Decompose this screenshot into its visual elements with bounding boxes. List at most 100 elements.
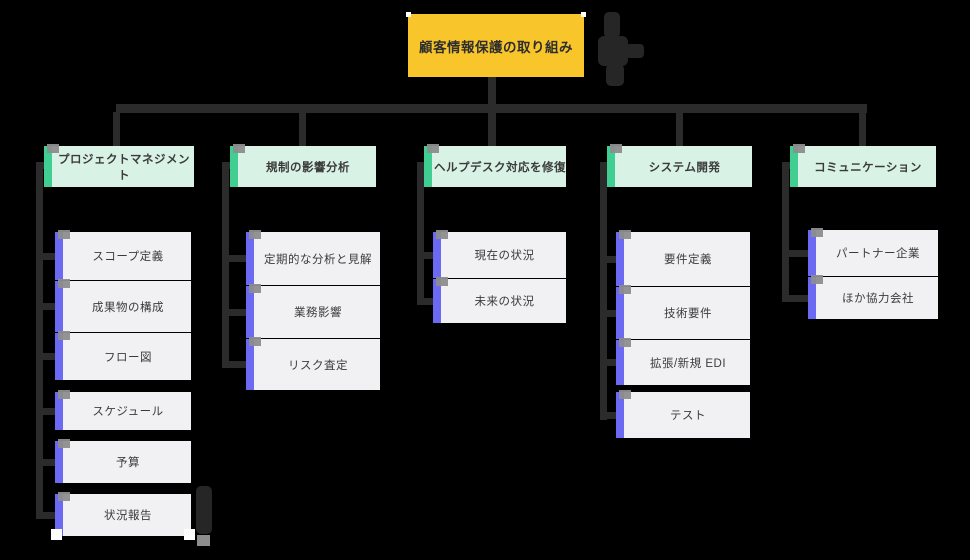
connector-line (36, 162, 46, 169)
connector-handle-icon (233, 144, 245, 153)
task-node[interactable]: 技術要件 (616, 285, 750, 339)
accent-bar (616, 287, 624, 339)
task-node[interactable]: ほか協力会社 (808, 275, 938, 319)
task-node[interactable]: スケジュール (55, 390, 191, 430)
task-node[interactable]: フロー図 (55, 331, 191, 380)
category-node-communication[interactable]: コミュニケーション (790, 144, 936, 187)
accent-bar (616, 232, 624, 286)
task-node[interactable]: 要件定義 (616, 230, 750, 286)
connector-line (222, 162, 232, 169)
task-label: 拡張/新規 EDI (649, 357, 727, 370)
task-label: スケジュール (92, 406, 164, 418)
category-label: プロジェクトマネジメント (58, 153, 190, 182)
task-label: フロー図 (104, 351, 152, 364)
accent-bar (55, 232, 63, 280)
connector-handle-icon (619, 285, 631, 294)
connector-line (600, 256, 616, 263)
connector-handle-icon (58, 439, 70, 448)
task-node[interactable]: 定期的な分析と見解 (246, 230, 380, 285)
category-label: システム開発 (648, 161, 721, 174)
connector-line (417, 162, 427, 169)
task-label: 要件定義 (664, 254, 712, 266)
task-label: ほか協力会社 (842, 293, 914, 305)
task-node[interactable]: 拡張/新規 EDI (616, 338, 750, 385)
category-node-project-management[interactable]: プロジェクトマネジメント (44, 144, 194, 187)
scribble-annotation (194, 486, 218, 548)
task-node[interactable]: パートナー企業 (808, 228, 938, 276)
accent-bar (616, 340, 624, 385)
task-label: 未来の状況 (474, 296, 535, 308)
task-label: リスク査定 (288, 359, 348, 372)
accent-bar (246, 286, 254, 338)
connector-line (600, 359, 616, 366)
category-label: 規制の影響分析 (266, 161, 350, 174)
category-node-helpdesk[interactable]: ヘルプデスク対応を修復 (424, 144, 566, 187)
selection-handle[interactable] (406, 12, 411, 17)
category-node-regulatory-analysis[interactable]: 規制の影響分析 (230, 144, 376, 187)
accent-bar (55, 281, 63, 332)
accent-bar (607, 146, 615, 187)
connector-handle-icon (249, 284, 261, 293)
connector-line (299, 112, 306, 146)
connector-handle-icon (619, 338, 631, 347)
connector-line (859, 112, 866, 146)
selection-handle[interactable] (581, 12, 586, 17)
task-node[interactable]: 業務影響 (246, 284, 380, 338)
connector-handle-icon (436, 230, 448, 239)
root-node[interactable]: 顧客情報保護の取り組み (406, 12, 586, 77)
task-label: テスト (670, 410, 706, 422)
category-node-system-dev[interactable]: システム開発 (607, 144, 752, 187)
task-node[interactable]: リスク査定 (246, 337, 380, 390)
root-label: 顧客情報保護の取り組み (419, 39, 573, 55)
task-node[interactable]: 成果物の構成 (55, 279, 191, 332)
accent-bar (246, 339, 254, 390)
connector-handle-icon (436, 277, 448, 286)
connector-line (782, 162, 792, 169)
accent-bar (433, 232, 441, 278)
task-label: スコープ定義 (92, 251, 164, 263)
task-label: 現在の状況 (474, 250, 535, 262)
connector-handle-icon (811, 228, 823, 237)
task-node[interactable]: 予算 (55, 439, 191, 483)
connector-handle-icon (58, 331, 70, 340)
connector-line (222, 361, 246, 368)
accent-bar (808, 277, 816, 319)
task-label: 予算 (116, 457, 140, 469)
task-label: 技術要件 (664, 308, 712, 320)
accent-bar (55, 333, 63, 380)
connector-line (113, 112, 120, 146)
connector-handle-icon (249, 230, 261, 239)
task-node-selected[interactable]: 状況報告 (51, 492, 195, 540)
connector-line (222, 162, 229, 368)
connector-handle-icon (427, 144, 439, 153)
task-node[interactable]: スコープ定義 (55, 230, 191, 280)
connector-line (417, 162, 424, 305)
connector-line (782, 250, 808, 257)
selection-handle[interactable] (51, 529, 62, 540)
accent-bar (55, 392, 63, 430)
accent-bar (55, 494, 63, 536)
connector-handle-icon (58, 492, 70, 501)
task-label: 業務影響 (294, 307, 342, 319)
accent-bar (230, 146, 238, 187)
connector-handle-icon (58, 230, 70, 239)
connector-line (36, 512, 55, 519)
accent-bar (55, 441, 63, 483)
connector-line (36, 353, 55, 360)
task-node[interactable]: 未来の状況 (433, 277, 566, 323)
task-node[interactable]: 現在の状況 (433, 230, 566, 278)
connector-handle-icon (47, 144, 59, 153)
accent-bar (616, 392, 624, 438)
accent-bar (808, 230, 816, 276)
accent-bar (246, 232, 254, 285)
connector-line (600, 162, 607, 420)
connector-handle-icon (58, 390, 70, 399)
task-node[interactable]: テスト (616, 390, 750, 438)
category-label: ヘルプデスク対応を修復 (434, 161, 566, 174)
task-label: 成果物の構成 (92, 301, 164, 314)
accent-bar (433, 279, 441, 323)
connector-line (676, 112, 683, 146)
connector-line (36, 162, 43, 519)
selection-handle[interactable] (184, 529, 195, 540)
